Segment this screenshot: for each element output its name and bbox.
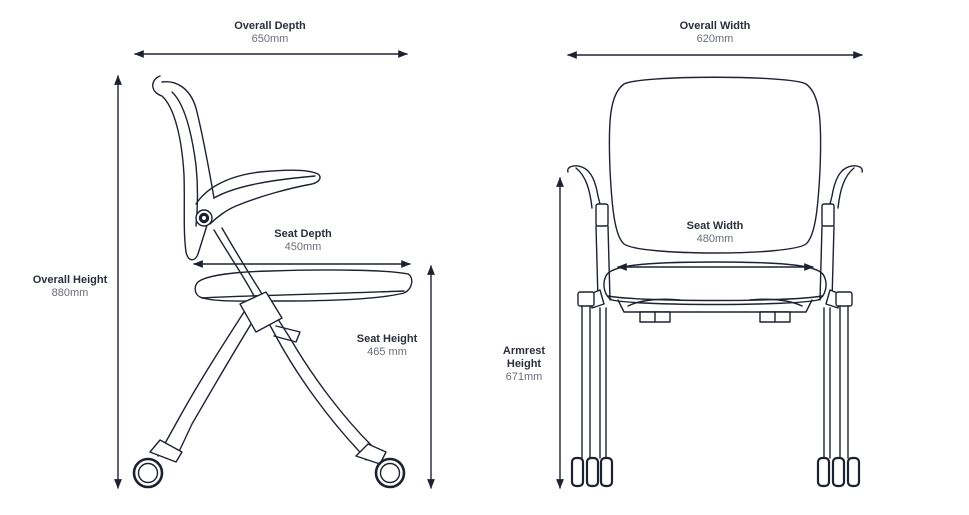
seat-depth-label: Seat Depth 450mm xyxy=(253,228,353,254)
seat-width-label: Seat Width 480mm xyxy=(665,220,765,246)
overall-height-value: 880mm xyxy=(51,287,89,300)
front-view-chair xyxy=(567,76,863,488)
overall-width-title: Overall Width xyxy=(679,20,751,32)
armrest-height-title-line1: Armrest xyxy=(502,345,546,357)
seat-width-value: 480mm xyxy=(696,233,734,246)
seat-width-title: Seat Width xyxy=(686,220,744,232)
seat-height-title: Seat Height xyxy=(356,333,418,345)
seat-height-label: Seat Height 465 mm xyxy=(342,333,432,359)
overall-width-value: 620mm xyxy=(696,33,734,46)
overall-depth-title: Overall Depth xyxy=(234,20,306,32)
side-view-chair xyxy=(132,75,413,489)
seat-height-value: 465 mm xyxy=(367,346,407,359)
overall-width-label: Overall Width 620mm xyxy=(645,20,785,46)
seat-depth-value: 450mm xyxy=(284,241,322,254)
overall-depth-label: Overall Depth 650mm xyxy=(200,20,340,46)
armrest-height-label: Armrest Height 671mm xyxy=(492,345,556,385)
armrest-height-value: 671mm xyxy=(505,371,543,384)
armrest-height-title-line2: Height xyxy=(506,358,542,371)
overall-depth-value: 650mm xyxy=(251,33,289,46)
overall-height-label: Overall Height 880mm xyxy=(18,274,122,300)
seat-depth-title: Seat Depth xyxy=(274,228,332,240)
overall-height-title: Overall Height xyxy=(32,274,108,286)
